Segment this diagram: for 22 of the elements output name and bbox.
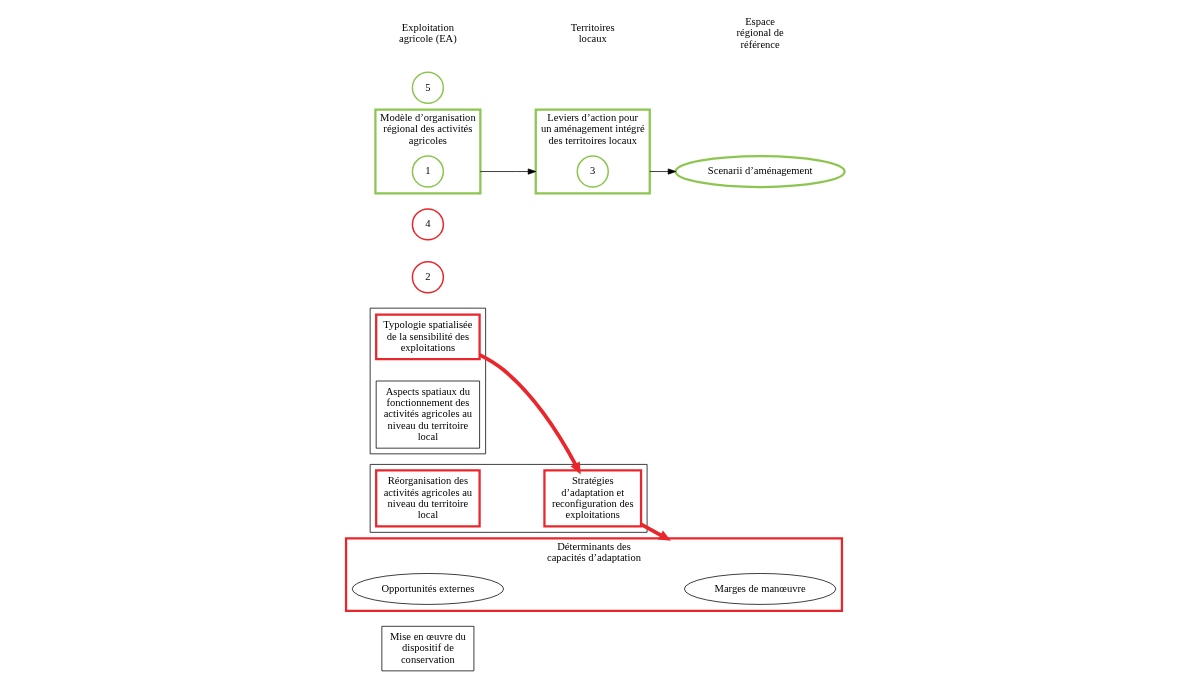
node-box: Mise en œuvre du dispositif de conservation — [381, 625, 475, 672]
arrow — [640, 522, 671, 541]
node-box: Typologie spatialisée de la sensibilité des exploitations — [375, 313, 481, 361]
node-box: Réorganisation des activités agricoles au niveau du territoire local — [375, 469, 481, 528]
arrow — [649, 168, 677, 175]
node-circle: 4 — [411, 208, 445, 241]
arrow — [479, 168, 537, 175]
node-circle: 3 — [576, 155, 609, 188]
cluster — [369, 464, 648, 533]
node-ellipse: Marges de manœuvre — [684, 573, 837, 605]
node-box: Aspects spatiaux du fonctionnement des activités agricoles au niveau du territoire local — [375, 380, 480, 449]
label: Espace régional de référence — [736, 15, 784, 50]
node-circle: 5 — [411, 71, 445, 104]
cluster — [369, 307, 486, 455]
label: Territoires locaux — [570, 21, 615, 44]
node-box: Stratégies d’adaptation et reconfiguration des exploitations — [543, 469, 643, 528]
label: Exploitation agricole (EA) — [399, 21, 457, 44]
arrow — [478, 353, 581, 475]
node-ellipse: Opportunités externes — [351, 573, 504, 605]
node-ellipse: Scenarii d’aménagement — [674, 154, 846, 189]
node-circle: 2 — [411, 261, 445, 294]
node-circle: 1 — [411, 155, 445, 188]
